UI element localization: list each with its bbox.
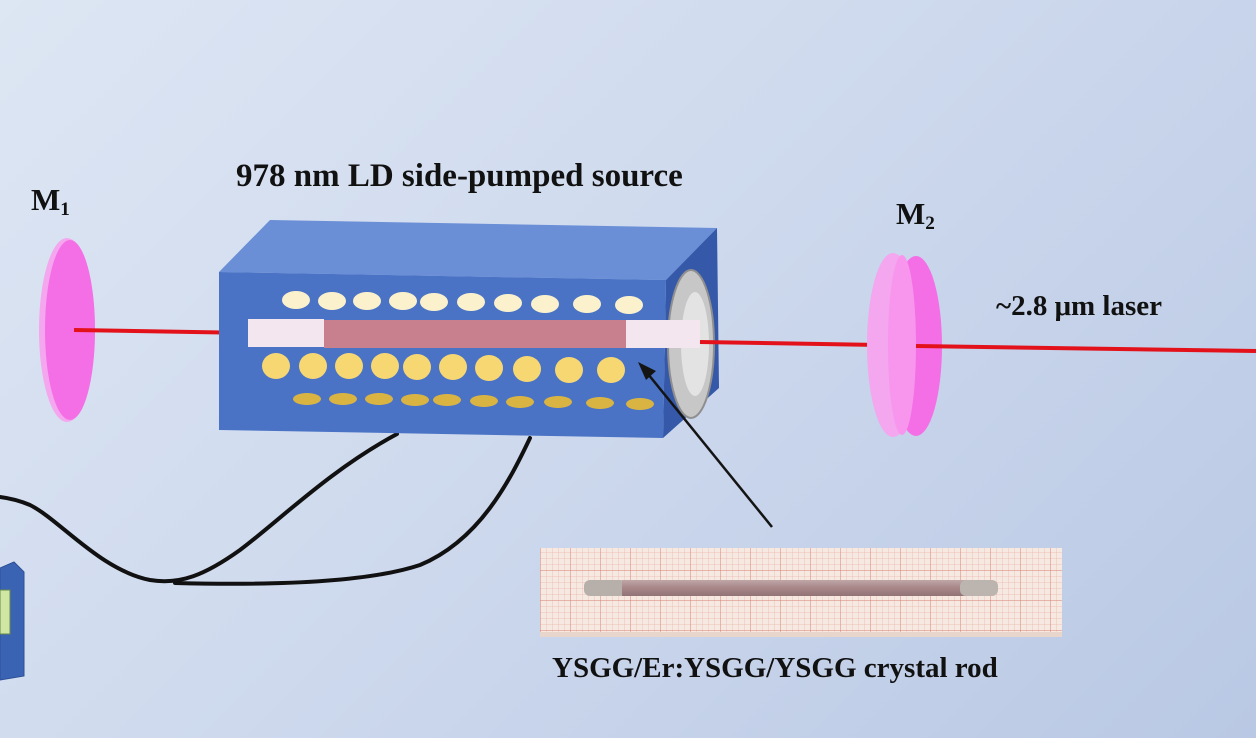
mirror-m1: [39, 238, 95, 422]
rod-photo-end-right: [960, 580, 998, 596]
mirror-m2-label: M2: [896, 198, 935, 233]
crystal-rod: [248, 319, 700, 348]
diode-row-middle: [262, 353, 625, 383]
pointer-arrow: [638, 362, 773, 528]
cables: [0, 432, 532, 586]
rod-undoped-end-right: [626, 320, 700, 348]
output-laser-label: ~2.8 μm laser: [996, 290, 1163, 322]
output-beam: [915, 344, 1256, 353]
cable-2: [173, 436, 532, 586]
crystal-rod-label: YSGG/Er:YSGG/YSGG crystal rod: [552, 652, 998, 684]
cable-1: [0, 432, 399, 584]
rod-photo-doped: [622, 580, 966, 596]
rod-undoped-end-left: [248, 319, 324, 347]
mirror-m2-subscript: 2: [925, 212, 935, 234]
diode-row-bottom: [293, 393, 654, 410]
housing-top-face: [219, 220, 717, 280]
diode-row-top: [282, 291, 643, 314]
mirror-m2-letter: M: [896, 196, 926, 231]
power-supply-display: [0, 589, 11, 635]
mirror-m1-label: M1: [31, 184, 70, 219]
mirror-m1-subscript: 1: [60, 198, 70, 220]
power-supply: [0, 561, 25, 681]
crystal-rod-photo: [540, 548, 1062, 637]
beam-rod-to-m2: [699, 340, 881, 347]
rod-doped-section: [324, 320, 626, 348]
rod-photo-end-left: [584, 580, 626, 596]
pump-source-title: 978 nm LD side-pumped source: [236, 158, 683, 194]
mirror-m1-letter: M: [31, 182, 61, 217]
